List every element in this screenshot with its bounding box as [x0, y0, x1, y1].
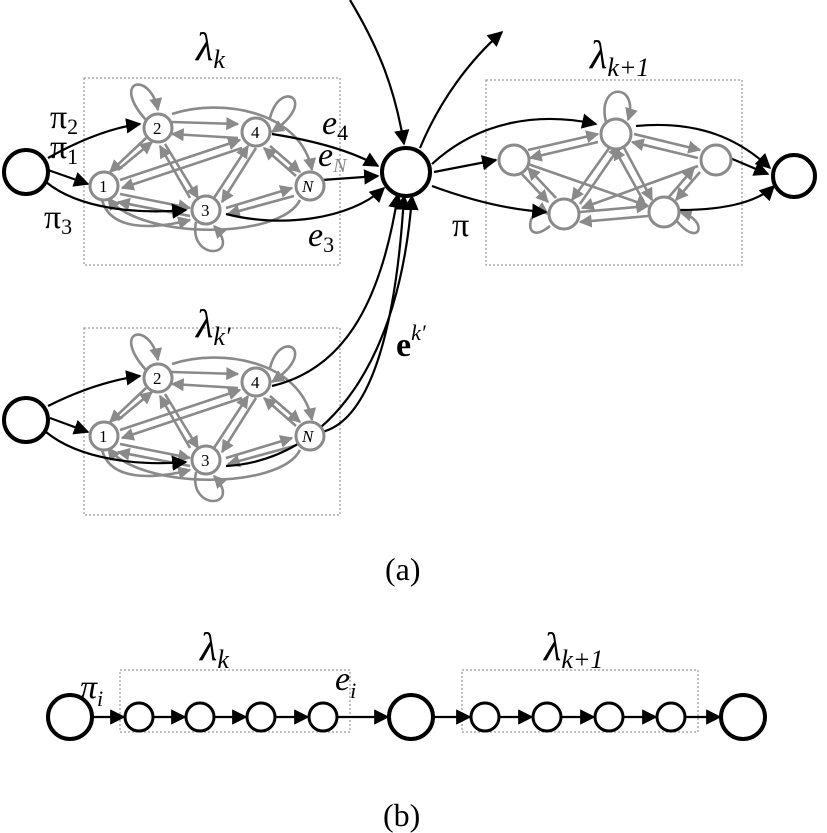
right-hmm-box — [485, 79, 743, 266]
bottom-state-1 — [88, 420, 120, 452]
e-3-label: e3 — [308, 217, 334, 257]
panel-b-nodes — [46, 693, 767, 741]
e-n-label: eN — [318, 137, 348, 177]
top-state-2 — [142, 112, 174, 144]
pi-1-label: π1 — [50, 129, 78, 169]
top-state-3 — [190, 194, 222, 226]
end-node — [771, 153, 817, 199]
top-state-label-n: N — [301, 177, 315, 196]
top-state-4 — [240, 116, 272, 148]
bottom-state-label-n: N — [301, 427, 315, 446]
top-state-labels: 2 4 1 3 N — [99, 119, 315, 220]
right-state-b — [497, 143, 531, 177]
bottom-state-labels: 2 4 1 3 N — [99, 369, 315, 470]
top-state-label-3: 3 — [201, 201, 210, 220]
chain-right-title: λk+1 — [543, 624, 603, 674]
right-state-e — [647, 195, 681, 229]
top-state-n — [294, 170, 326, 202]
chain-e-label: ei — [335, 661, 356, 703]
chain-right-state-1 — [469, 701, 501, 733]
top-state-label-2: 2 — [153, 119, 162, 138]
chain-pi-label: πi — [80, 669, 103, 711]
bottom-state-label-4: 4 — [251, 373, 260, 392]
pi-label-right: π — [452, 207, 469, 244]
pi-3-label: π3 — [44, 199, 72, 239]
bottom-state-n — [294, 420, 326, 452]
chain-start-node — [46, 693, 94, 741]
e-vector-label: ek′ — [396, 320, 427, 364]
chain-left-state-1 — [123, 701, 155, 733]
middle-node — [380, 146, 432, 198]
bottom-state-label-1: 1 — [99, 427, 108, 446]
panel-a-black-edges — [45, 0, 776, 471]
right-state-c — [699, 143, 733, 177]
top-hmm-internal-edges — [100, 83, 317, 253]
start-node-top — [2, 148, 50, 196]
bottom-hmm-box — [83, 327, 341, 516]
caption-b: (b) — [383, 797, 420, 833]
top-exit-labels: e4 eN e3 — [308, 105, 348, 257]
right-state-a — [599, 117, 633, 151]
start-node-bottom — [2, 396, 50, 444]
chain-left-state-2 — [184, 701, 216, 733]
e-4-label: e4 — [322, 105, 348, 145]
bottom-hmm-title: λk′ — [195, 301, 231, 351]
chain-middle-node — [387, 693, 435, 741]
bottom-state-label-2: 2 — [153, 369, 162, 388]
top-state-label-4: 4 — [251, 123, 260, 142]
chain-left-title: λk — [199, 624, 229, 674]
hmm-titles: λk λk′ λk+1 — [195, 24, 649, 351]
bottom-state-2 — [142, 362, 174, 394]
top-state-1 — [88, 170, 120, 202]
chain-right-state-4 — [655, 701, 687, 733]
caption-a: (a) — [385, 551, 421, 587]
chain-right-state-3 — [593, 701, 625, 733]
top-hmm-box — [83, 77, 341, 266]
right-hmm-title: λk+1 — [589, 32, 649, 82]
pi-2-label: π2 — [50, 99, 78, 139]
bottom-state-label-3: 3 — [201, 451, 210, 470]
chain-left-state-4 — [307, 701, 339, 733]
right-chain-box — [461, 669, 699, 733]
panel-a-nodes — [2, 112, 817, 476]
bottom-state-4 — [240, 366, 272, 398]
top-state-label-1: 1 — [99, 177, 108, 196]
chain-left-state-3 — [245, 701, 277, 733]
bottom-state-3 — [190, 444, 222, 476]
left-chain-box — [119, 669, 351, 733]
top-pi-labels: π2 π1 π3 — [44, 99, 78, 239]
bottom-hmm-internal-edges — [100, 333, 317, 503]
top-hmm-title: λk — [195, 24, 225, 74]
chain-right-state-2 — [531, 701, 563, 733]
right-hmm-internal-edges — [519, 90, 702, 235]
right-state-d — [547, 197, 581, 231]
chain-end-node — [719, 693, 767, 741]
